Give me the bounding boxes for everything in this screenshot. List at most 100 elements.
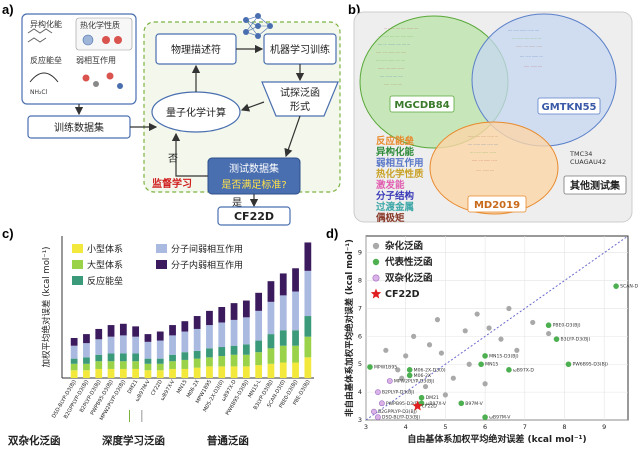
bar-segment-barrier bbox=[181, 352, 189, 360]
y-tick-label: 3 bbox=[358, 416, 362, 424]
point-label: SCAN-D3(0) bbox=[620, 284, 638, 290]
legend-swatch bbox=[72, 276, 83, 285]
bar-segment-inter bbox=[181, 331, 189, 353]
bar-segment-inter bbox=[292, 291, 299, 331]
bar-segment-intra bbox=[292, 268, 299, 292]
svg-text:···· ······ ···· ····: ···· ······ ···· ···· bbox=[380, 75, 403, 79]
bar-segment-inter bbox=[156, 340, 164, 359]
bar-segment-inter bbox=[119, 335, 127, 354]
svg-text:··· ······ ······ ······: ··· ······ ······ ······ bbox=[470, 151, 496, 155]
bar-segment-barrier bbox=[132, 353, 140, 362]
bar-segment-intra bbox=[119, 323, 127, 336]
bar-segment-large bbox=[267, 348, 275, 364]
x-tick-label: MN15 bbox=[176, 379, 189, 395]
bar-segment-small bbox=[144, 370, 152, 378]
point-label: MPW1B95 bbox=[374, 365, 397, 371]
scatter-point-hybrid bbox=[438, 350, 445, 356]
y-tick-label: 6 bbox=[358, 332, 362, 340]
svg-text:······ ···· ····· ······: ······ ···· ····· ······ bbox=[378, 67, 404, 71]
svg-text:······ ···· ····· ······ ···: ······ ···· ····· ······ ··· bbox=[468, 135, 498, 139]
point-label: PWPB95-D3(BJ) bbox=[386, 401, 421, 407]
md2019-label: MD2019 bbox=[474, 200, 520, 211]
bar-segment-intra bbox=[242, 300, 250, 318]
bar-segment-large bbox=[95, 361, 103, 369]
bar-segment-small bbox=[206, 366, 213, 378]
bar-segment-large bbox=[255, 352, 263, 366]
test-set-label: 测试数据集 bbox=[229, 162, 279, 175]
bar-segment-large bbox=[107, 361, 115, 369]
molecule-icon bbox=[82, 34, 94, 46]
scatter-point-hybrid bbox=[383, 347, 389, 353]
point-label: ωB97X-V bbox=[426, 401, 447, 407]
svg-text:···· ··· ······· ···· ···· ···: ···· ··· ······· ···· ···· ··· bbox=[378, 43, 410, 47]
point-label: M06-2X-D3(0) bbox=[414, 367, 446, 373]
bar-segment-barrier bbox=[230, 345, 238, 355]
svg-text:····· ···· ······ ·····: ····· ···· ······ ····· bbox=[472, 159, 497, 163]
bar-segment-small bbox=[70, 370, 78, 378]
gmtkn55-tag bbox=[537, 97, 601, 115]
bar-segment-intra bbox=[206, 310, 213, 326]
scatter-point-double-hybrid bbox=[378, 400, 385, 407]
bar-segment-intra bbox=[107, 325, 115, 337]
dataset-name-lines: ··· ······ ···· ···· ······ ···· ··· ···… bbox=[376, 27, 543, 173]
input-isomerization: 异构化能 bbox=[27, 19, 62, 43]
scatter-point-hybrid bbox=[411, 333, 417, 339]
point-label: DSD-BLYP-D3(BJ) bbox=[382, 415, 420, 421]
other-set-name: CUAGAU42 bbox=[570, 158, 606, 166]
bar-segment-small bbox=[255, 365, 263, 378]
x-tick-label: 7 bbox=[523, 423, 527, 431]
bar-segment-large bbox=[279, 345, 287, 363]
stacked-bar-chart: 加权平均绝对误差 (kcal mol⁻¹)DSD-BLYP-D3(BJ)B2GP… bbox=[7, 236, 314, 447]
bar-segment-large bbox=[181, 359, 189, 369]
svg-text:异构化能: 异构化能 bbox=[30, 19, 62, 29]
point-label: ωB97M-V bbox=[489, 415, 511, 421]
x-axis-label: 自由基体系加权平均绝对误差 (kcal mol⁻¹) bbox=[407, 433, 586, 445]
legend-label: CF22D bbox=[385, 289, 420, 300]
point-label: CF22D bbox=[422, 404, 438, 410]
legend-transition-metal: 过渡金属 bbox=[376, 201, 414, 213]
bar-segment-large bbox=[206, 357, 213, 367]
input-barrier: 反应能垒 bbox=[30, 55, 62, 65]
legend-label: 小型体系 bbox=[87, 243, 123, 255]
scatter-point-hybrid bbox=[482, 381, 488, 387]
bar-segment-barrier bbox=[267, 334, 275, 349]
bar-segment-barrier bbox=[242, 344, 250, 355]
x-tick-label: 5 bbox=[443, 423, 447, 431]
bar-segment-intra bbox=[255, 292, 263, 311]
bar-segment-small bbox=[193, 367, 201, 378]
legend-barrier: 反应能垒 bbox=[376, 135, 415, 147]
bar-segment-inter bbox=[193, 328, 201, 351]
svg-text:···· ······ ····· ····· ····: ···· ······ ····· ····· ···· bbox=[468, 143, 498, 147]
bar-segment-small bbox=[267, 363, 275, 378]
other-set-label: 其他测试集 bbox=[570, 179, 621, 192]
svg-text:····· ······ ····: ····· ······ ···· bbox=[476, 169, 494, 173]
bar-segment-inter bbox=[279, 295, 287, 331]
bar-segment-small bbox=[156, 370, 164, 378]
svg-text:···· ····· ······ ···: ···· ····· ······ ··· bbox=[520, 55, 543, 59]
legend-label: 双杂化泛函 bbox=[384, 272, 433, 284]
scatter-point-representative bbox=[613, 283, 619, 289]
scatter-point-representative bbox=[545, 322, 552, 329]
other-set-tag bbox=[563, 175, 627, 195]
scatter-point-representative bbox=[458, 400, 465, 407]
diagonal-line bbox=[365, 235, 629, 421]
point-label: B3LYP-D3(BJ) bbox=[561, 337, 591, 343]
y-tick-label: 5 bbox=[358, 360, 362, 368]
bar-segment-large bbox=[119, 361, 127, 369]
bar-segment-barrier bbox=[206, 348, 213, 358]
bar-segment-barrier bbox=[70, 358, 78, 364]
bar-segment-barrier bbox=[304, 316, 312, 337]
bar-segment-small bbox=[132, 368, 140, 378]
legend-label: 大型体系 bbox=[87, 259, 123, 271]
bar-segment-small bbox=[83, 370, 90, 378]
bar-segment-small bbox=[181, 368, 189, 378]
bar-segment-inter bbox=[83, 343, 90, 358]
scatter-point-hybrid bbox=[450, 375, 456, 381]
legend-label: 分子间弱相互作用 bbox=[171, 243, 243, 255]
bar-segment-small bbox=[279, 362, 287, 378]
bar-segment-intra bbox=[169, 325, 176, 336]
training-set-label: 训练数据集 bbox=[54, 121, 104, 134]
svg-text:··· ······ ···· ···· ······ ··: ··· ······ ···· ···· ······ ···· bbox=[384, 27, 419, 31]
